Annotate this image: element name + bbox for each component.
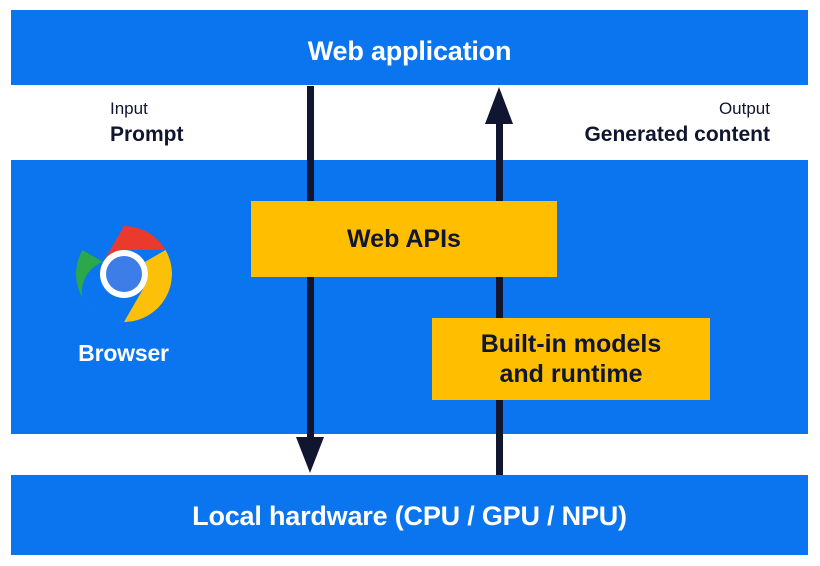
output-value-text: Generated content: [584, 122, 770, 146]
box-builtin-models-label-line1: Built-in models: [480, 329, 662, 358]
input-kind-text: Input: [110, 99, 148, 118]
box-web-apis: Web APIs: [251, 201, 557, 277]
box-builtin-models: Built-in models and runtime: [432, 318, 710, 400]
box-builtin-models-label-line2: and runtime: [499, 360, 643, 388]
arrow-down-icon: [296, 86, 324, 479]
band-web-application-label: Web application: [307, 36, 512, 66]
band-browser-label: Browser: [78, 340, 169, 366]
box-web-apis-label: Web APIs: [347, 224, 461, 253]
input-flow-label: Input Prompt: [110, 98, 184, 149]
input-value-text: Prompt: [110, 122, 184, 146]
output-kind-text: Output: [718, 99, 770, 118]
band-web-application: Web application: [11, 10, 808, 85]
arrow-up-icon: [485, 86, 513, 481]
band-local-hardware: Local hardware (CPU / GPU / NPU): [11, 475, 808, 555]
chrome-logo-icon: [75, 226, 172, 322]
output-flow-label: Output Generated content: [584, 98, 770, 149]
band-local-hardware-label: Local hardware (CPU / GPU / NPU): [192, 501, 627, 531]
browser-group: Browser: [66, 224, 181, 367]
